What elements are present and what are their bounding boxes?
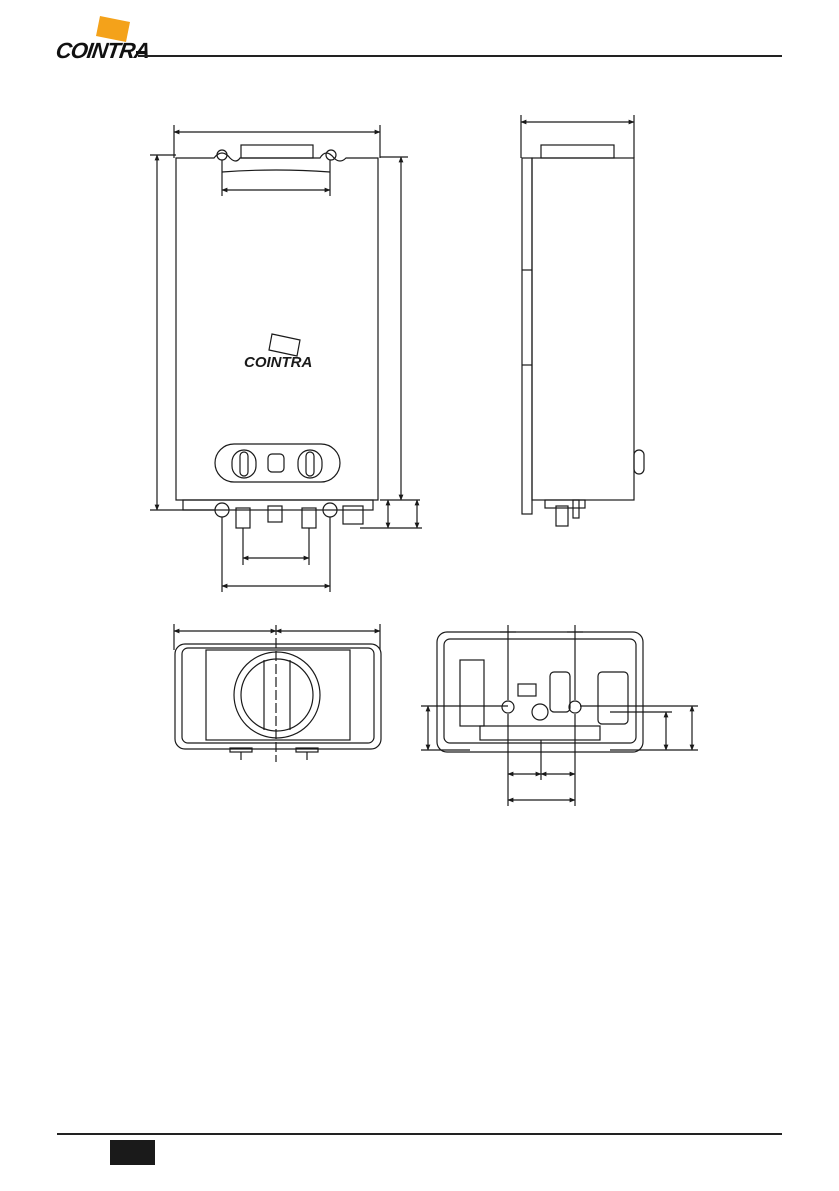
side-view bbox=[521, 115, 644, 526]
control-knob-icon bbox=[634, 450, 644, 474]
pilot-window-icon bbox=[268, 454, 284, 472]
bottom-view bbox=[421, 625, 698, 806]
top-view bbox=[174, 624, 381, 762]
page-number-tab bbox=[110, 1140, 155, 1165]
front-logo: COINTRA bbox=[244, 334, 312, 371]
footer-rule bbox=[57, 1133, 782, 1135]
front-logo-text: COINTRA bbox=[244, 354, 312, 371]
